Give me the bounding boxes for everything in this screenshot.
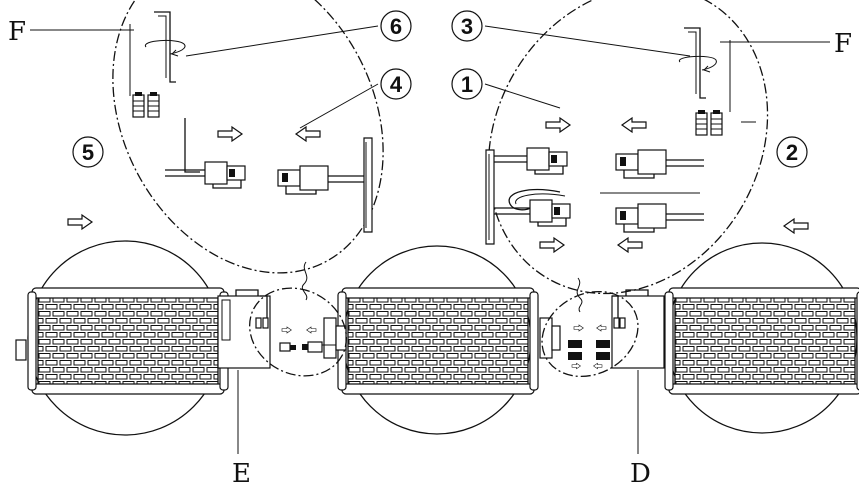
connector-left-male xyxy=(164,161,246,189)
callout-1-text: 1 xyxy=(461,72,473,97)
connector-right-lower-b xyxy=(615,203,705,233)
arrow-step-5 xyxy=(67,214,93,230)
callout-2: 2 xyxy=(776,136,808,168)
callout-1: 1 xyxy=(451,68,483,100)
callout-6: 6 xyxy=(380,10,412,42)
screw-pair-left xyxy=(132,91,160,118)
detail-ellipse-left xyxy=(112,0,384,274)
leader-3 xyxy=(484,25,691,57)
allen-key-right xyxy=(683,27,707,99)
leader-1 xyxy=(484,83,561,109)
callout-3-text: 3 xyxy=(461,14,473,39)
globe-left xyxy=(15,240,229,436)
callout-3: 3 xyxy=(451,10,483,42)
coupling-middle-left xyxy=(323,317,347,359)
screw-pair-right xyxy=(695,109,723,136)
connector-left-female xyxy=(277,165,367,195)
label-f-right: F xyxy=(834,29,852,59)
leader-4 xyxy=(299,83,379,129)
label-e: E xyxy=(232,459,251,489)
connector-right-upper-b xyxy=(615,149,705,179)
callout-5-text: 5 xyxy=(82,140,94,165)
callout-2-text: 2 xyxy=(786,140,798,165)
globe-middle xyxy=(337,245,539,435)
connector-right-upper-a xyxy=(486,147,568,175)
allen-key-left xyxy=(153,11,177,83)
arrow-step-2 xyxy=(783,218,809,234)
leader-6 xyxy=(185,25,379,57)
globe-right xyxy=(664,242,859,434)
callout-6-text: 6 xyxy=(390,14,402,39)
joint-detail-right xyxy=(541,290,639,378)
joint-detail-left xyxy=(248,287,348,377)
leader-right-detail xyxy=(576,277,583,313)
label-d: D xyxy=(630,459,651,489)
detail-ellipse-right xyxy=(485,0,769,295)
connector-right-lower-a xyxy=(489,199,571,227)
callout-4-text: 4 xyxy=(390,72,403,97)
callout-5: 5 xyxy=(72,136,104,168)
callout-4: 4 xyxy=(380,68,412,100)
leader-left-detail xyxy=(301,261,308,301)
label-f-left: F xyxy=(8,17,26,47)
